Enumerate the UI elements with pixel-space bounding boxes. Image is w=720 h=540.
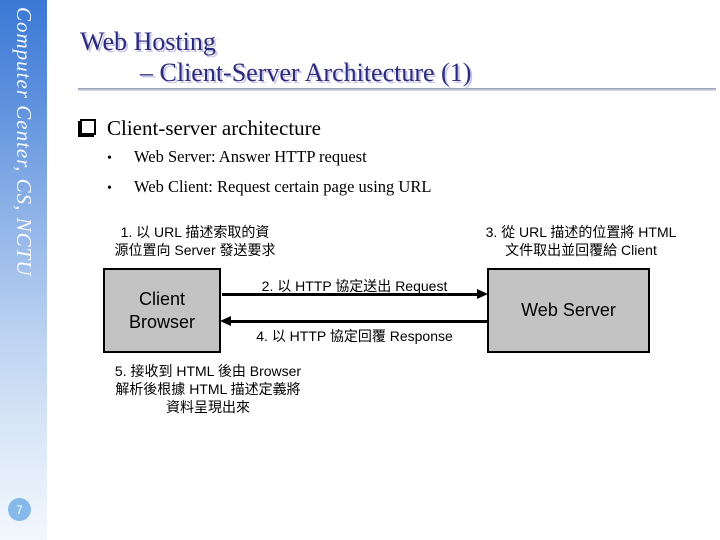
page-number: 7 [16, 502, 23, 517]
request-arrow [222, 293, 479, 296]
dot-bullet-icon: • [107, 181, 112, 196]
step3-line2: 文件取出並回覆給 Client [505, 242, 657, 258]
response-arrow-label: 4. 以 HTTP 協定回覆 Response [256, 328, 453, 344]
page-number-badge: 7 [8, 498, 31, 521]
bullet-main-label: Client-server architecture [107, 116, 321, 140]
step5-line3: 資料呈現出來 [166, 399, 250, 415]
server-box-label: Web Server [521, 300, 616, 320]
diagram-step5-note: 5. 接收到 HTML 後由 Browser 解析後根據 HTML 描述定義將 … [88, 362, 328, 416]
step3-line1: 3. 從 URL 描述的位置將 HTML [485, 224, 677, 240]
client-browser-box: Client Browser [103, 268, 221, 353]
bullet-sub-web-client: • Web Client: Request certain page using … [107, 177, 431, 197]
bullet-sub-label: Web Client: Request certain page using U… [134, 177, 432, 196]
bullet-main: Client-server architecture [80, 116, 321, 141]
step1-line1: 1. 以 URL 描述索取的資 [120, 224, 270, 240]
sidebar: Computer Center, CS, NCTU 7 [0, 0, 47, 540]
request-arrowhead-icon [477, 289, 488, 299]
bullet-sub-web-server: • Web Server: Answer HTTP request [107, 147, 367, 167]
step5-line2: 解析後根據 HTML 描述定義將 [115, 381, 301, 397]
response-arrow [230, 320, 487, 323]
step1-line2: 源位置向 Server 發送要求 [114, 242, 276, 258]
request-arrow-label: 2. 以 HTTP 協定送出 Request [261, 278, 448, 294]
client-box-line2: Browser [128, 311, 195, 332]
response-arrowhead-icon [220, 316, 231, 326]
diagram-step3-note: 3. 從 URL 描述的位置將 HTML 文件取出並回覆給 Client [455, 223, 707, 259]
web-server-box: Web Server [487, 268, 650, 353]
dot-bullet-icon: • [107, 151, 112, 166]
sidebar-org-label: Computer Center, CS, NCTU [12, 7, 36, 277]
slide-title-line2: – Client-Server Architecture (1) [140, 58, 472, 87]
bullet-sub-label: Web Server: Answer HTTP request [134, 147, 367, 166]
diagram-step1-note: 1. 以 URL 描述索取的資 源位置向 Server 發送要求 [88, 223, 302, 259]
step5-line1: 5. 接收到 HTML 後由 Browser [114, 363, 302, 379]
square-bullet-icon [80, 119, 96, 135]
client-box-line1: Client [138, 288, 186, 309]
title-divider [78, 88, 716, 91]
slide-title-line1: Web Hosting [80, 27, 216, 56]
slide-title: Web Hosting – Client-Server Architecture… [80, 26, 471, 88]
